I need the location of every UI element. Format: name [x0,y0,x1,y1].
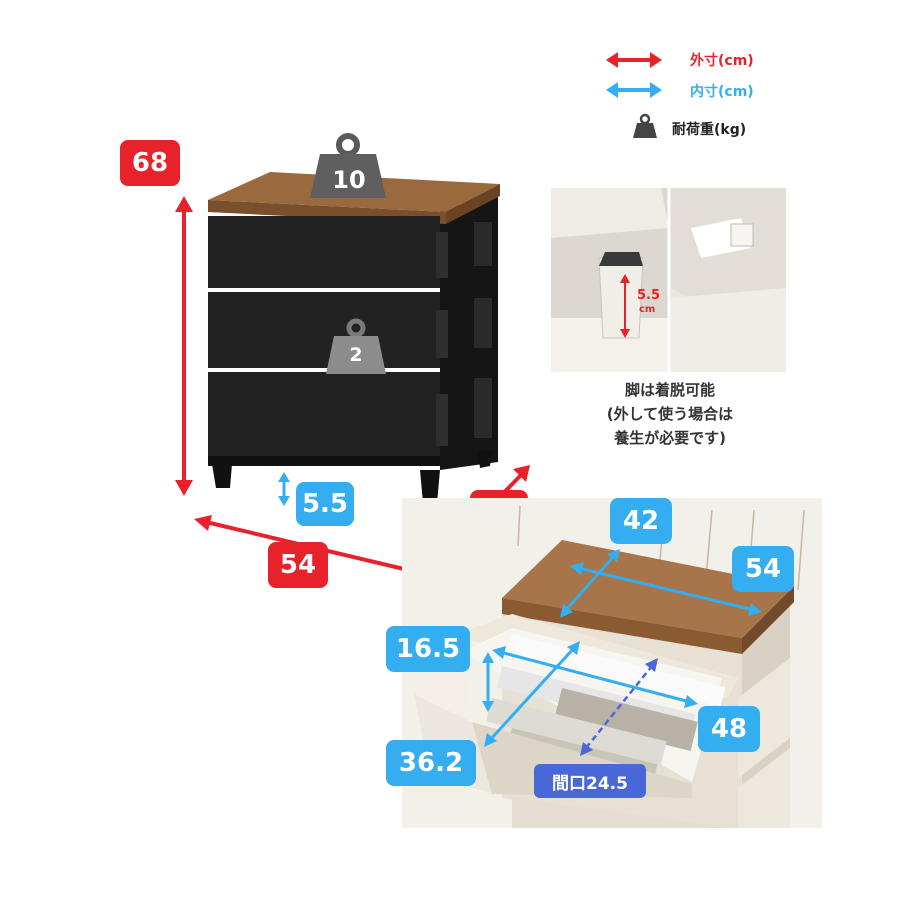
leg-photo-value: 5.5 [637,288,661,303]
opening-width-arrow [580,658,658,756]
leg-height-arrow [278,472,290,506]
inner-drawer-height-badge: 16.5 [386,626,470,672]
inner-top-depth-badge: 42 [610,498,672,544]
leg-caption-line3: 養生が必要です) [614,429,726,447]
legend-outer-label: 外寸(cm) [690,53,754,69]
outer-arrow-icon [606,52,662,68]
inner-drawer-width-arrow [492,646,698,708]
top-load-weight-icon [310,133,386,198]
inner-drawer-height-arrow [482,652,494,712]
inner-arrow-icon [606,82,662,98]
leg-height-badge: 5.5 [296,482,354,526]
outer-height-badge: 68 [120,140,180,186]
drawer-load-value: 2 [349,344,363,366]
leg-back-right [478,450,492,468]
leg-caption-line2: (外して使う場合は [606,405,734,423]
top-load-value: 10 [332,166,366,194]
drawer-bottom [208,372,448,456]
legend-load-label: 耐荷重(kg) [672,122,747,138]
legend-inner-label: 内寸(cm) [690,84,754,100]
leg-detail-photo: 5.5 cm [551,188,786,372]
drawer-middle [208,292,448,368]
inner-drawer-depth-badge: 36.2 [386,740,476,786]
drawer-load-weight-icon [326,318,386,374]
leg-caption-line1: 脚は着脱可能 [624,381,715,399]
inner-drawer-depth-arrow [484,641,580,747]
drawer-top [208,216,448,288]
inner-top-width-badge: 54 [732,546,794,592]
opening-width-badge: 間口24.5 [534,764,646,798]
leg-front-left [212,464,232,488]
inner-top-width-arrow [570,562,762,616]
inner-top-depth-arrow [560,549,620,618]
side-frame [440,196,498,470]
height-arrow [175,196,193,496]
leg-photo-drawing [551,188,786,372]
inner-drawer-width-badge: 48 [698,706,760,752]
leg-caption: 脚は着脱可能 (外して使う場合は 養生が必要です) [560,378,780,450]
weight-icon [633,113,657,138]
leg-photo-unit: cm [639,304,656,315]
outer-width-badge: 54 [268,542,328,588]
